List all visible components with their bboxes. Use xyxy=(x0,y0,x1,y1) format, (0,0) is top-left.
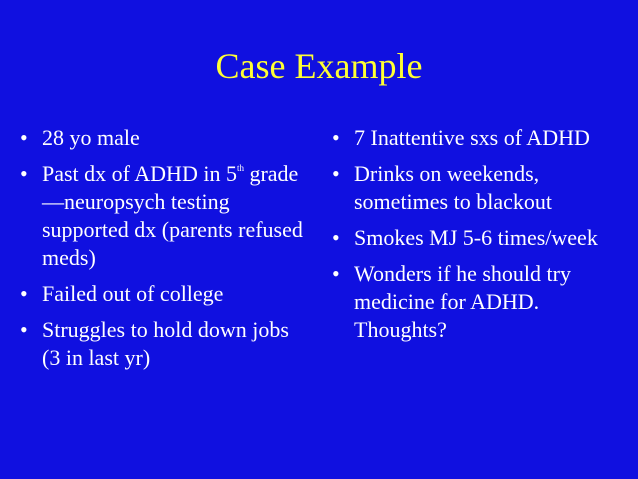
ordinal-suffix: th xyxy=(236,163,244,173)
list-item-text: Smokes MJ 5-6 times/week xyxy=(354,225,598,250)
bullet-icon: • xyxy=(20,317,28,342)
list-item-text: Past dx of ADHD in 5 xyxy=(42,161,237,186)
bullet-icon: • xyxy=(332,261,340,286)
list-item-continuation: grade—neuropsych testing supported dx (p… xyxy=(42,161,303,270)
list-item-text: Failed out of college xyxy=(42,281,224,306)
list-item: • Smokes MJ 5-6 times/week xyxy=(332,224,632,252)
list-item-text: Drinks on weekends, sometimes to blackou… xyxy=(354,161,552,214)
list-item: • Drinks on weekends, sometimes to black… xyxy=(332,160,632,216)
list-item-text: Wonders if he should try medicine for AD… xyxy=(354,261,571,342)
bullet-icon: • xyxy=(332,161,340,186)
list-item: • Wonders if he should try medicine for … xyxy=(332,260,632,344)
list-item-text: Struggles to hold down jobs (3 in last y… xyxy=(42,317,289,370)
list-item: • Past dx of ADHD in 5th grade—neuropsyc… xyxy=(20,160,310,272)
list-item-text: 28 yo male xyxy=(42,125,140,150)
list-item-text: 7 Inattentive sxs of ADHD xyxy=(354,125,590,150)
bullet-icon: • xyxy=(332,225,340,250)
bullet-icon: • xyxy=(20,281,28,306)
list-item: • Failed out of college xyxy=(20,280,310,308)
list-item: • 7 Inattentive sxs of ADHD xyxy=(332,124,632,152)
left-bullet-list: • 28 yo male • Past dx of ADHD in 5th gr… xyxy=(20,124,310,380)
bullet-icon: • xyxy=(20,125,28,150)
right-bullet-list: • 7 Inattentive sxs of ADHD • Drinks on … xyxy=(332,124,632,352)
bullet-icon: • xyxy=(20,161,28,186)
bullet-icon: • xyxy=(332,125,340,150)
list-item: • 28 yo male xyxy=(20,124,310,152)
list-item: • Struggles to hold down jobs (3 in last… xyxy=(20,316,310,372)
slide-title: Case Example xyxy=(215,46,423,86)
